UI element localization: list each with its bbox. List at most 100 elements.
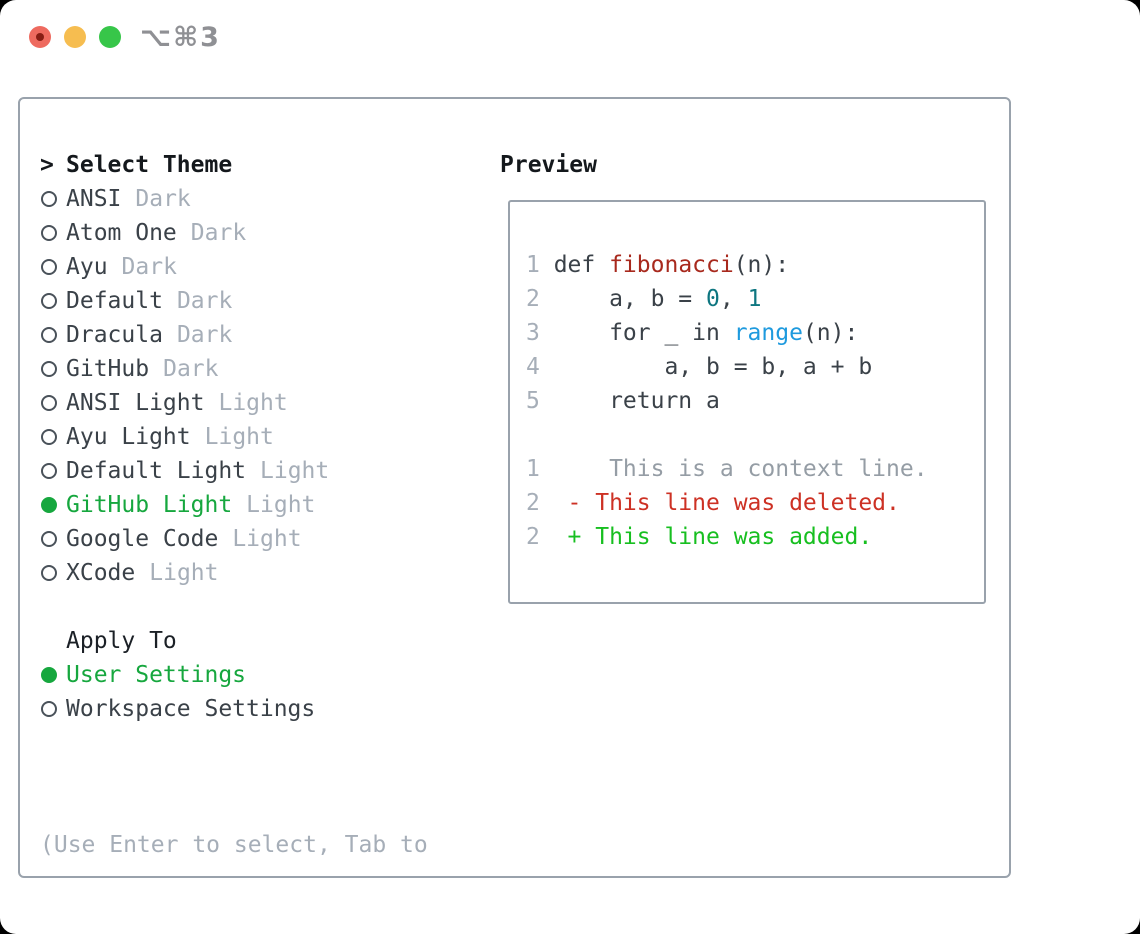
theme-option-google-code[interactable]: Google Code Light xyxy=(40,522,500,556)
help-text: (Use Enter to select, Tab to change focu… xyxy=(40,760,500,934)
close-dot-icon xyxy=(36,33,44,41)
radio-marker xyxy=(40,429,66,445)
radio-icon xyxy=(41,565,57,581)
select-theme-title: Select Theme xyxy=(66,152,233,178)
radio-icon xyxy=(41,395,57,411)
theme-variant-tag: Dark xyxy=(163,356,219,382)
line-number: 1 xyxy=(526,456,540,482)
apply-option-name: User Settings xyxy=(66,662,247,688)
radio-marker xyxy=(40,395,66,411)
code-line: 1 This is a context line. xyxy=(526,452,984,486)
code-token: fibonacci xyxy=(609,252,734,278)
select-theme-heading-row: > Select Theme xyxy=(40,148,500,182)
radio-marker xyxy=(40,361,66,377)
theme-option-dracula[interactable]: Dracula Dark xyxy=(40,318,500,352)
line-number: 2 xyxy=(526,524,540,550)
code-token: 0 xyxy=(706,286,720,312)
line-number: 2 xyxy=(526,490,540,516)
theme-name: GitHub Light xyxy=(66,492,233,518)
code-token: a, b = b, a + b xyxy=(553,354,873,380)
theme-option-github[interactable]: GitHub Dark xyxy=(40,352,500,386)
theme-name: ANSI Light xyxy=(66,390,205,416)
theme-variant-tag: Dark xyxy=(190,220,247,246)
code-blank-line xyxy=(526,418,984,452)
apply-option-name: Workspace Settings xyxy=(66,696,316,722)
radio-marker xyxy=(40,293,66,309)
line-number: 4 xyxy=(526,354,540,380)
code-line: 3 for _ in range(n): xyxy=(526,316,984,350)
radio-icon xyxy=(41,259,57,275)
theme-variant-tag: Light xyxy=(149,560,219,586)
radio-icon xyxy=(41,463,57,479)
radio-icon xyxy=(41,327,57,343)
theme-variant-tag: Dark xyxy=(121,254,177,280)
line-number: 1 xyxy=(526,252,540,278)
theme-name: Atom One xyxy=(66,220,177,246)
code-token: + This line was added. xyxy=(553,524,873,550)
zoom-button[interactable] xyxy=(99,26,121,48)
radio-icon xyxy=(41,361,57,377)
theme-name: Google Code xyxy=(66,526,219,552)
window-title: ⌥⌘3 xyxy=(140,22,221,53)
code-token: This is a context line. xyxy=(553,456,928,482)
theme-variant-tag: Dark xyxy=(176,322,233,348)
focus-marker: > xyxy=(40,152,66,178)
code-token: (n): xyxy=(802,320,859,346)
apply-option-user-settings[interactable]: User Settings xyxy=(40,658,500,692)
code-token: range xyxy=(733,320,803,346)
code-line: 2 + This line was added. xyxy=(526,520,984,554)
radio-marker xyxy=(40,667,66,683)
code-token: a, b = xyxy=(553,286,707,312)
code-token: return a xyxy=(553,388,720,414)
radio-marker xyxy=(40,463,66,479)
help-line-2: change focus) xyxy=(40,930,500,934)
radio-marker xyxy=(40,497,66,513)
theme-variant-tag: Light xyxy=(204,424,274,450)
preview-section: Preview 1 def fibonacci (n): 2 a, b = 0, 1 3… xyxy=(500,99,1009,876)
preview-title: Preview xyxy=(500,152,597,178)
titlebar: ⌥⌘3 xyxy=(0,0,1140,97)
apply-to-heading-row: Apply To xyxy=(40,624,500,658)
code-token: - This line was deleted. xyxy=(553,490,900,516)
radio-marker xyxy=(40,225,66,241)
radio-marker xyxy=(40,701,66,717)
theme-variant-tag: Dark xyxy=(135,186,191,212)
traffic-lights xyxy=(29,26,121,48)
theme-variant-tag: Light xyxy=(260,458,330,484)
close-button[interactable] xyxy=(29,26,51,48)
theme-option-default-light[interactable]: Default Light Light xyxy=(40,454,500,488)
preview-box: 1 def fibonacci (n): 2 a, b = 0, 1 3 for _ i… xyxy=(508,200,986,604)
radio-icon xyxy=(41,667,57,683)
code-token: , xyxy=(719,286,748,312)
theme-variant-tag: Light xyxy=(246,492,316,518)
radio-icon xyxy=(41,191,57,207)
line-number: 5 xyxy=(526,388,540,414)
theme-name: XCode xyxy=(66,560,136,586)
apply-to-title: Apply To xyxy=(66,628,177,654)
theme-name: Dracula xyxy=(66,322,163,348)
code-line: 4 a, b = b, a + b xyxy=(526,350,984,384)
code-token: 1 xyxy=(747,286,762,312)
radio-marker xyxy=(40,191,66,207)
radio-icon xyxy=(41,225,57,241)
minimize-button[interactable] xyxy=(64,26,86,48)
theme-name: Default xyxy=(66,288,163,314)
radio-icon xyxy=(41,531,57,547)
apply-option-workspace-settings[interactable]: Workspace Settings xyxy=(40,692,500,726)
theme-option-xcode[interactable]: XCode Light xyxy=(40,556,500,590)
radio-marker xyxy=(40,565,66,581)
theme-option-atom-one[interactable]: Atom One Dark xyxy=(40,216,500,250)
theme-option-github-light[interactable]: GitHub Light Light xyxy=(40,488,500,522)
theme-name: Default Light xyxy=(66,458,247,484)
theme-name: GitHub xyxy=(66,356,150,382)
code-token: def xyxy=(553,252,610,278)
theme-variant-tag: Light xyxy=(232,526,302,552)
